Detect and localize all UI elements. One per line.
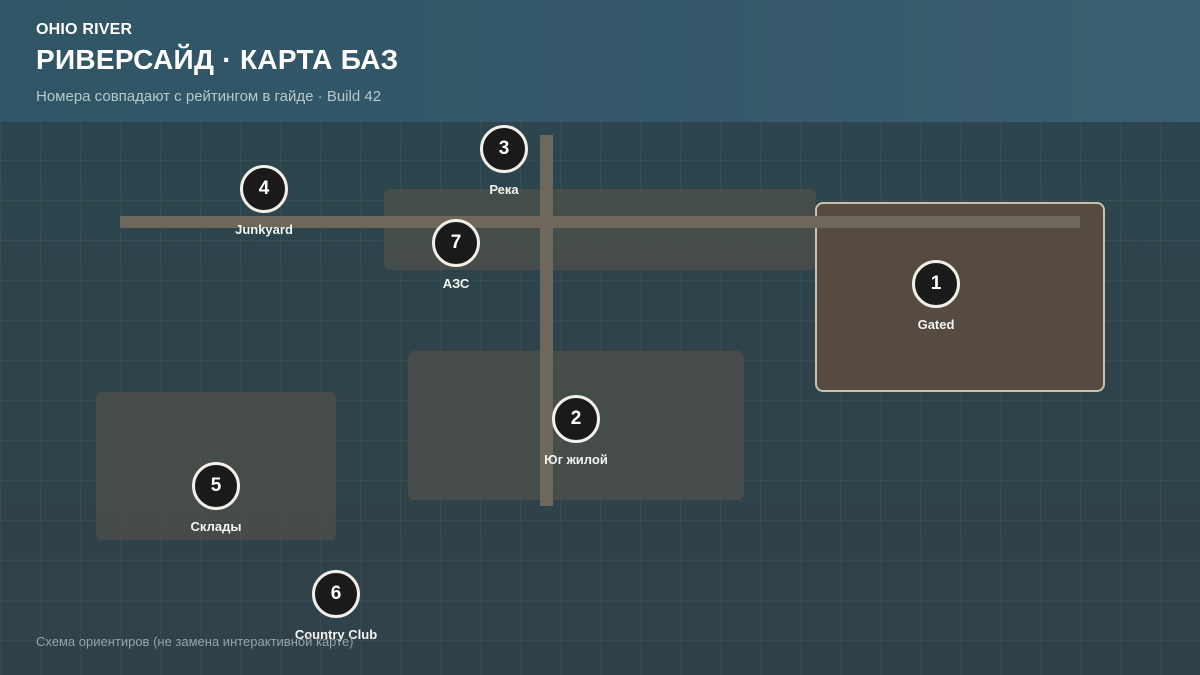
page-subtitle: Номера совпадают с рейтингом в гайде · B…	[36, 88, 382, 105]
location-label: Gated	[917, 317, 955, 332]
location-label: Юг жилой	[544, 452, 608, 467]
location-pin[interactable]: 7	[432, 219, 480, 267]
location-pin[interactable]: 3	[480, 125, 528, 173]
location-label: Junkyard	[235, 222, 293, 237]
location-pin[interactable]: 1	[912, 260, 960, 308]
location-label: Склады	[190, 519, 242, 534]
map-region: OHIO RIVER	[36, 21, 133, 38]
zone-gated-community	[815, 202, 1105, 392]
location-label: Country Club	[294, 627, 378, 642]
main-road-horizontal	[120, 216, 1080, 228]
location-pin[interactable]: 2	[552, 395, 600, 443]
location-pin[interactable]: 6	[312, 570, 360, 618]
main-road-vertical	[540, 135, 553, 506]
footnote: Схема ориентиров (не замена интерактивно…	[36, 634, 354, 649]
page-title: РИВЕРСАЙД · КАРТА БАЗ	[36, 44, 399, 75]
location-label: Река	[489, 182, 519, 197]
location-pin[interactable]: 5	[192, 462, 240, 510]
header-bar: OHIO RIVER РИВЕРСАЙД · КАРТА БАЗ Номера …	[0, 0, 1200, 122]
location-pin[interactable]: 4	[240, 165, 288, 213]
location-label: АЗС	[442, 276, 470, 291]
